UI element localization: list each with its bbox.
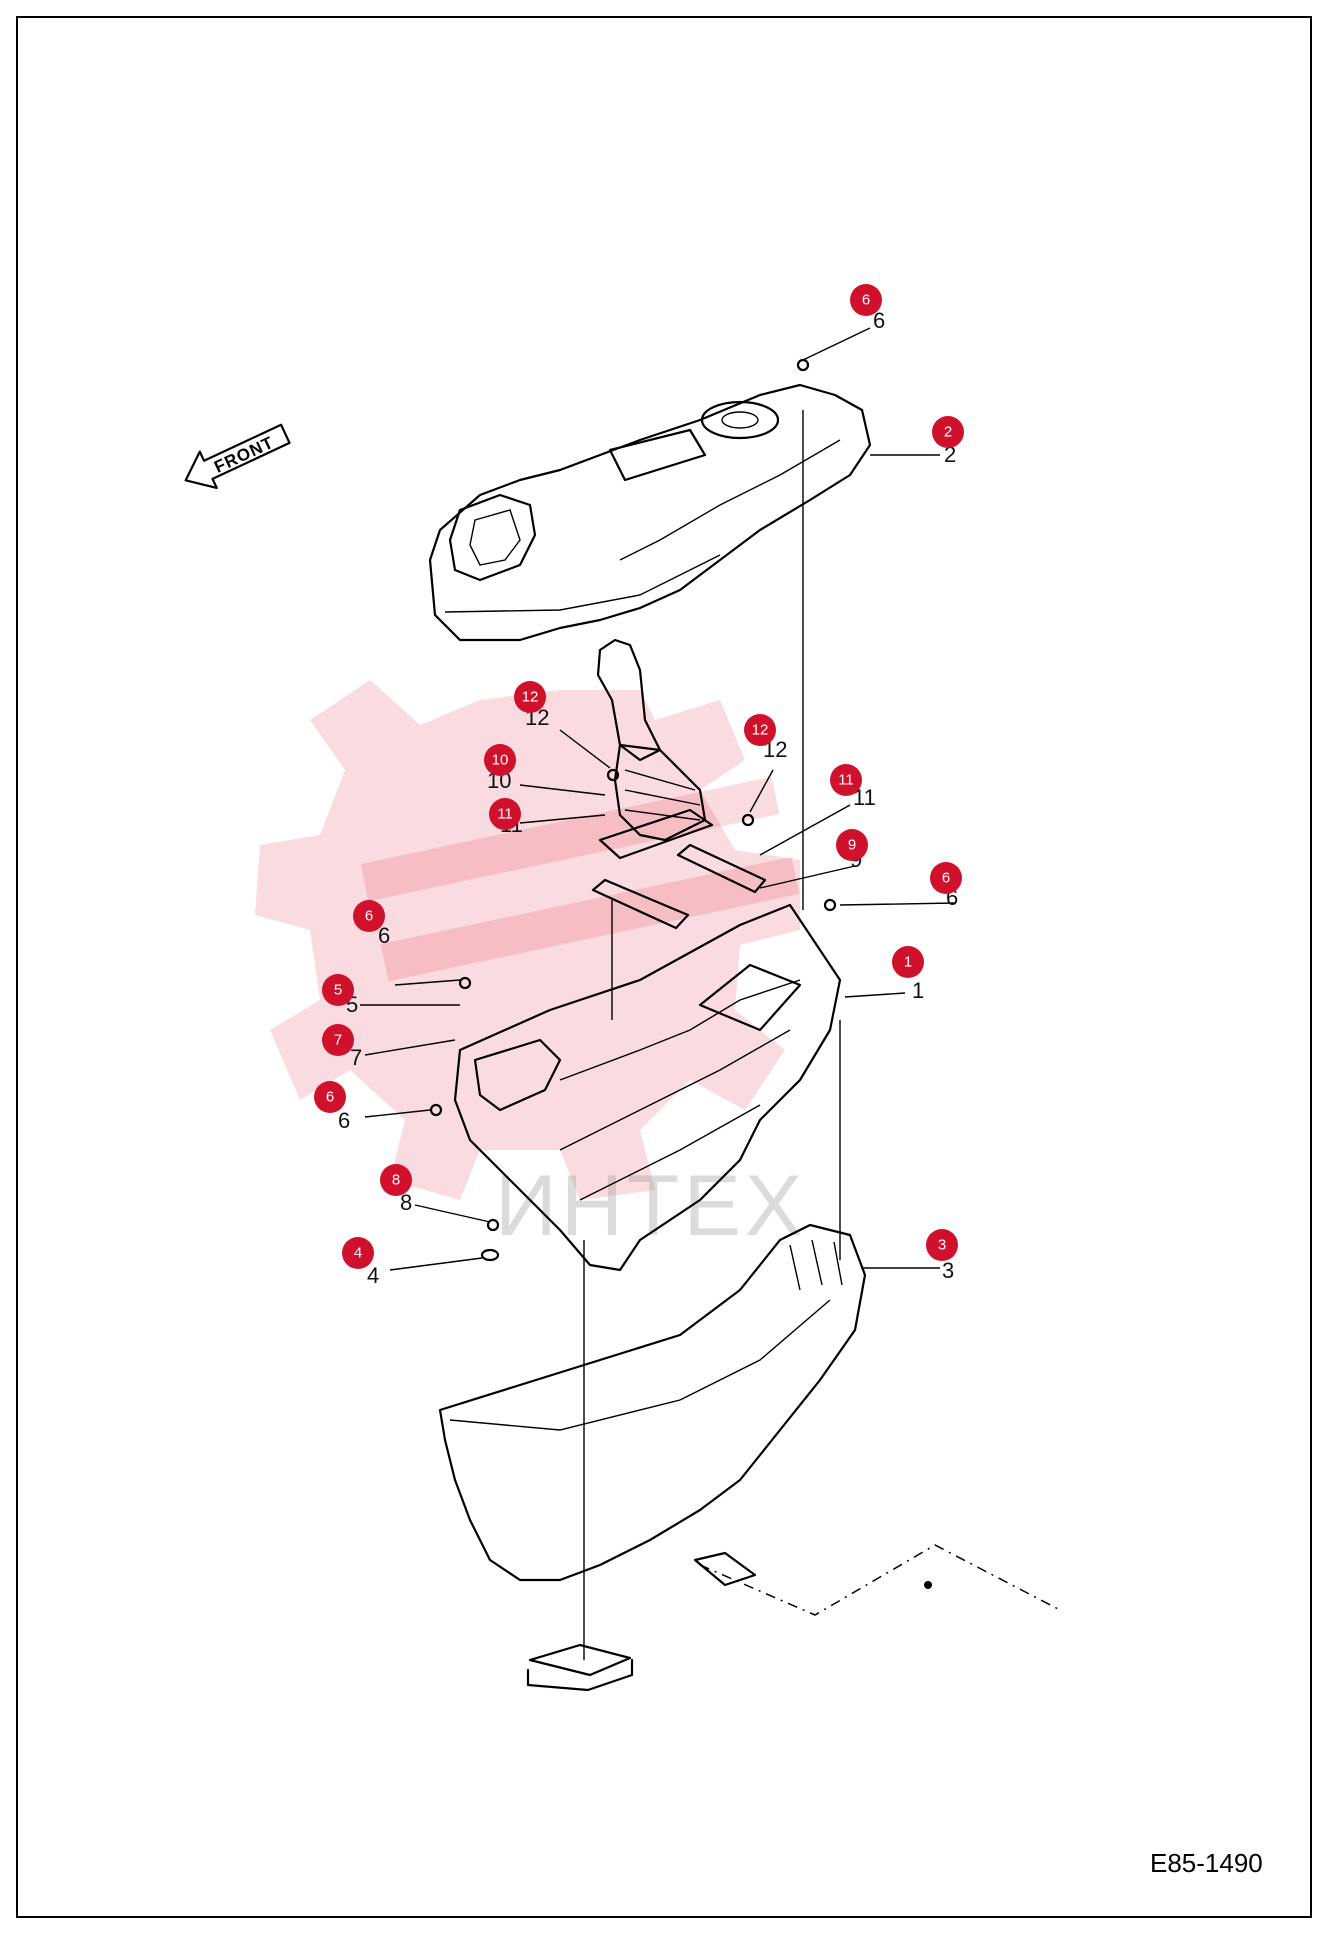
callout-badge-11-left[interactable]: 11 — [489, 798, 521, 830]
watermark-text: ИНТЕХ — [495, 1158, 806, 1254]
svg-text:8: 8 — [392, 1172, 400, 1189]
svg-text:12: 12 — [522, 689, 539, 706]
svg-text:6: 6 — [326, 1089, 334, 1106]
callout-badge-10[interactable]: 10 — [484, 744, 516, 776]
leader-lines — [360, 327, 956, 1271]
front-label: FRONT — [211, 433, 277, 477]
mounting-plates — [591, 843, 767, 930]
bracket-frame — [453, 903, 842, 1272]
fasteners — [429, 358, 837, 1262]
watermark-logo: ИНТЕХ — [255, 680, 806, 1254]
callout-badge-8[interactable]: 8 — [380, 1164, 412, 1196]
callout-badge-3[interactable]: 3 — [926, 1229, 958, 1261]
callout-badge-4[interactable]: 4 — [342, 1237, 374, 1269]
callout-label-3: 3 — [942, 1258, 954, 1283]
svg-text:1: 1 — [904, 954, 912, 971]
drawing-frame — [16, 16, 1312, 1918]
callout-badge-5[interactable]: 5 — [322, 974, 354, 1006]
base-plates — [526, 1551, 757, 1692]
callout-badge-1[interactable]: 1 — [892, 946, 924, 978]
callout-label-6-left: 6 — [378, 923, 390, 948]
svg-text:12: 12 — [752, 722, 769, 739]
svg-text:6: 6 — [862, 292, 870, 309]
svg-text:11: 11 — [497, 806, 513, 823]
callout-label-6-lower: 6 — [338, 1108, 350, 1133]
svg-text:9: 9 — [848, 837, 856, 854]
callout-label-11-right: 11 — [853, 785, 876, 810]
callout-label-6-top: 6 — [873, 308, 885, 333]
svg-text:5: 5 — [334, 982, 342, 999]
svg-text:2: 2 — [944, 424, 952, 441]
lower-housing — [438, 1223, 867, 1582]
svg-text:4: 4 — [354, 1245, 362, 1262]
callout-badge-6-right[interactable]: 6 — [930, 862, 962, 894]
callout-badges: 6 2 12 12 10 11 11 9 6 6 1 5 7 6 8 4 3 — [314, 284, 964, 1269]
callout-badge-6-left[interactable]: 6 — [353, 900, 385, 932]
callout-label-2: 2 — [944, 442, 956, 467]
svg-text:7: 7 — [334, 1032, 342, 1049]
callout-label-7: 7 — [350, 1045, 362, 1070]
svg-text:11: 11 — [838, 772, 854, 789]
svg-text:6: 6 — [365, 908, 373, 925]
callout-badge-12-right[interactable]: 12 — [744, 714, 776, 746]
callout-badge-7[interactable]: 7 — [322, 1024, 354, 1056]
callout-badge-6-lower[interactable]: 6 — [314, 1081, 346, 1113]
callout-badge-9[interactable]: 9 — [836, 829, 868, 861]
drawing-code: E85-1490 — [1150, 1848, 1263, 1878]
callout-badge-6-top[interactable]: 6 — [850, 284, 882, 316]
svg-text:6: 6 — [942, 870, 950, 887]
joystick-lever — [596, 638, 714, 860]
center-lines — [583, 410, 1061, 1660]
callout-badge-2[interactable]: 2 — [932, 416, 964, 448]
callout-badge-12-left[interactable]: 12 — [514, 681, 546, 713]
front-direction-arrow: FRONT — [184, 423, 291, 490]
callout-badge-11-right[interactable]: 11 — [830, 764, 862, 796]
svg-text:10: 10 — [492, 752, 509, 769]
top-cover — [428, 383, 872, 642]
svg-text:3: 3 — [938, 1237, 946, 1254]
callout-label-4: 4 — [367, 1263, 379, 1288]
callout-label-1: 1 — [912, 978, 924, 1003]
callout-label-8: 8 — [400, 1190, 412, 1215]
